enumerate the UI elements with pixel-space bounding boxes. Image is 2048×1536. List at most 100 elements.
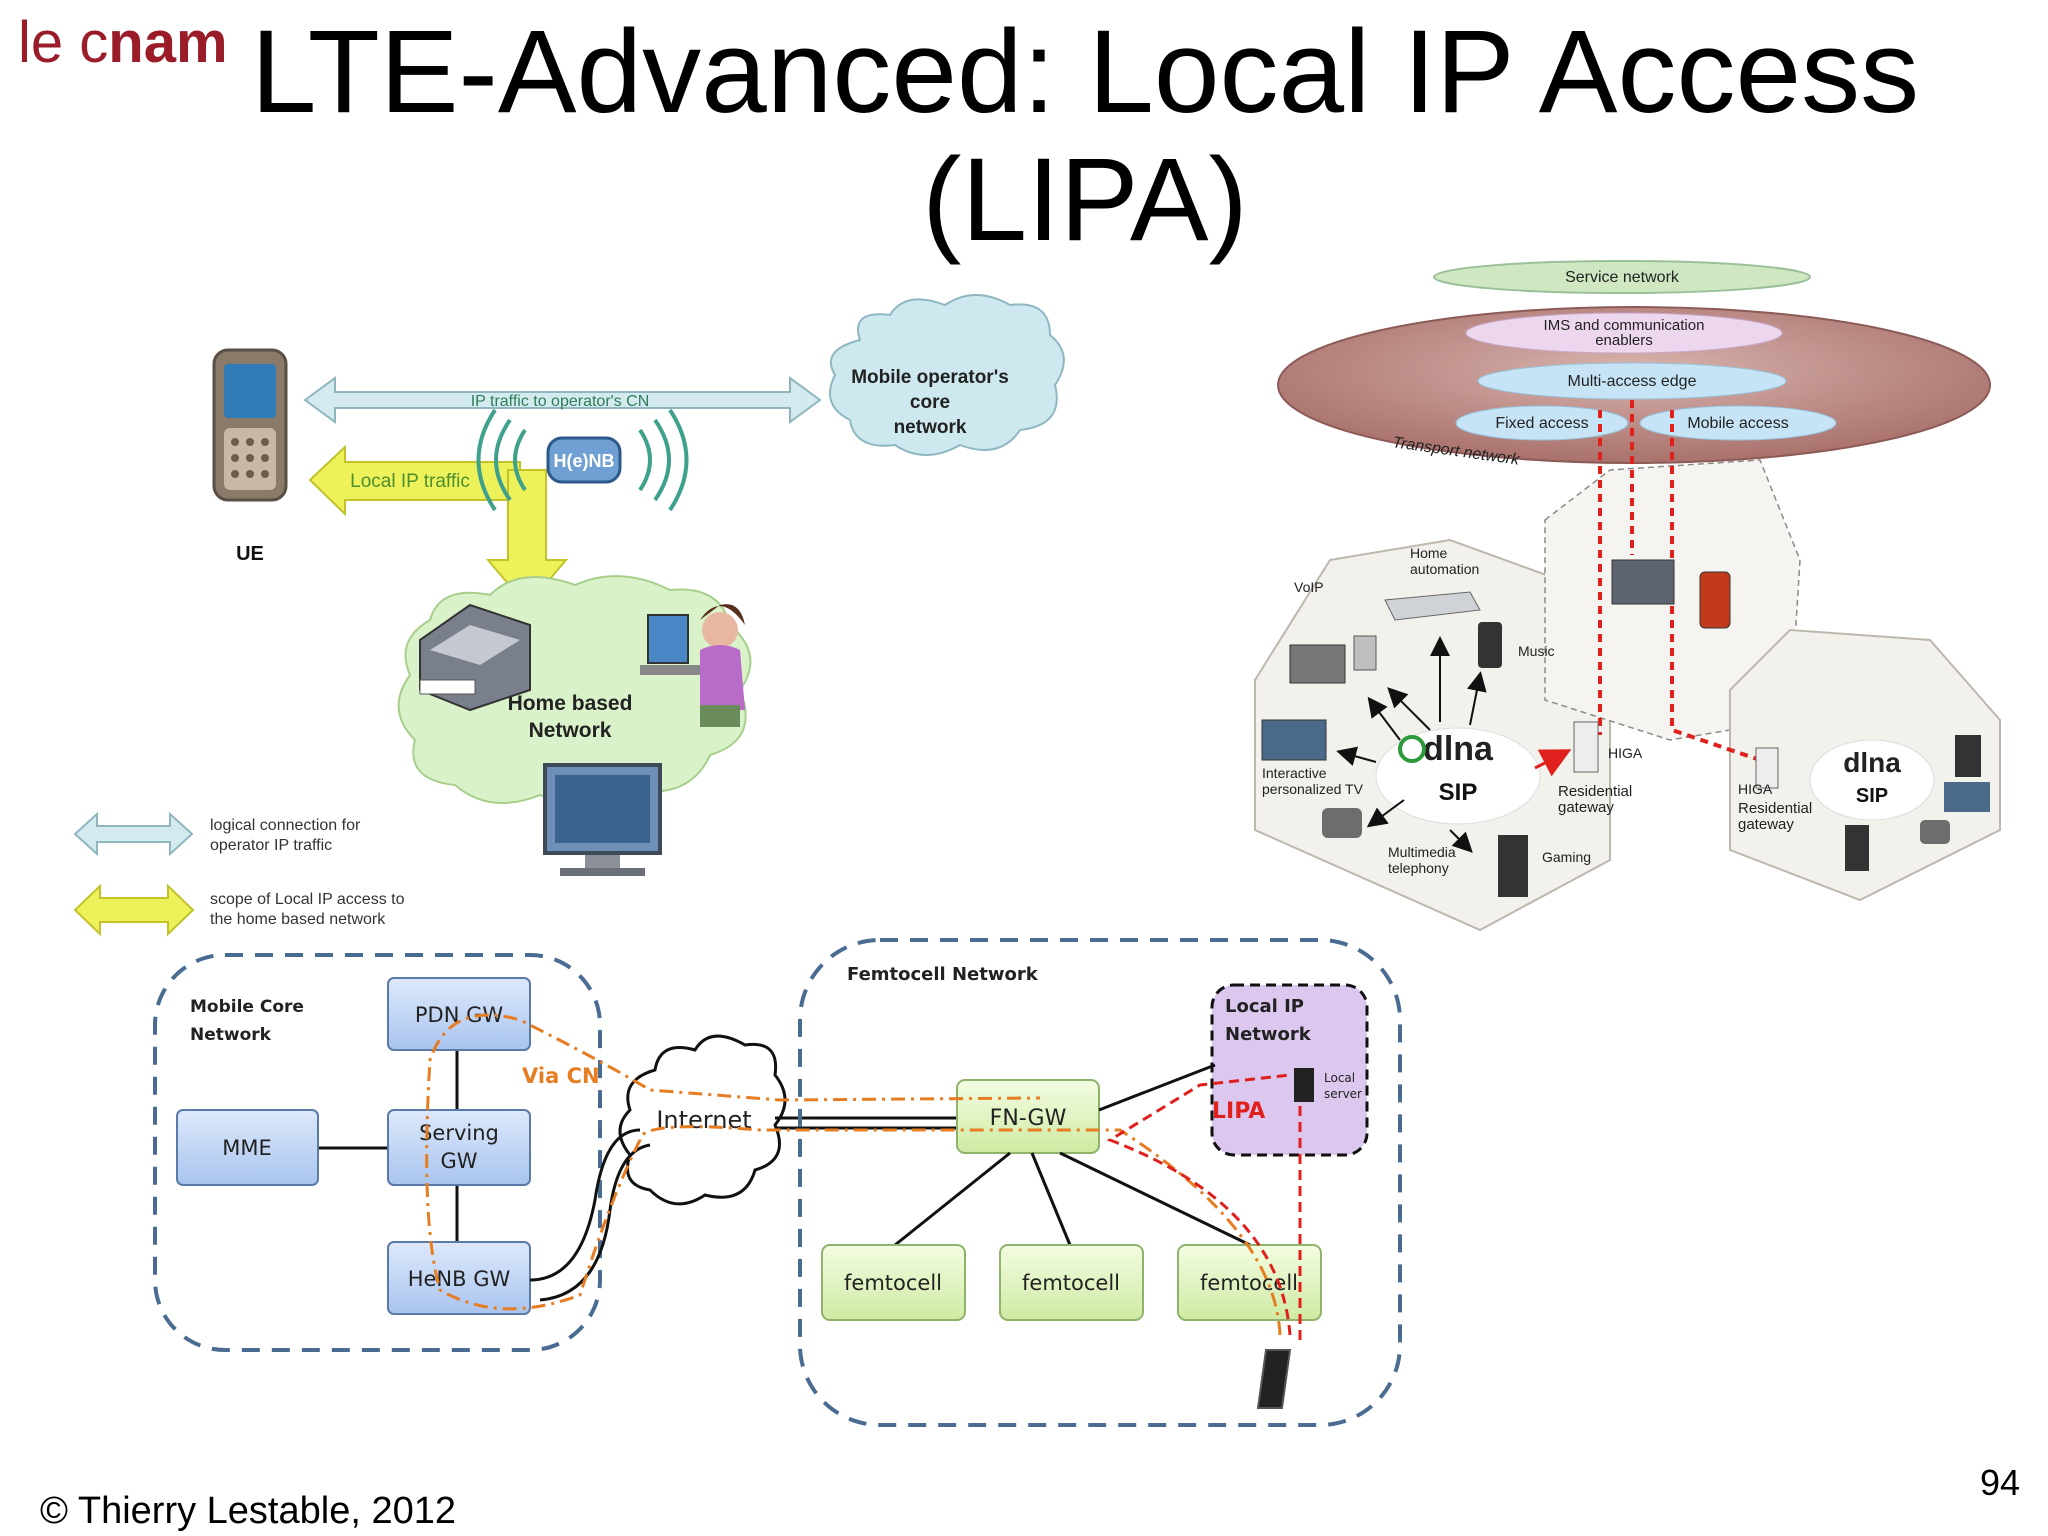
higa2-device [1755, 747, 1779, 789]
gaming-icon [1498, 835, 1528, 897]
dlna2-label: dlna [1843, 747, 1901, 778]
femtocell-3-label: femtocell [1200, 1271, 1298, 1295]
multimedia-label-2: telephony [1388, 860, 1449, 876]
fn-links [894, 1063, 1251, 1247]
henb-gw-box [387, 1241, 531, 1315]
mme-box [176, 1109, 319, 1186]
residential2-label-2: gateway [1738, 816, 1794, 833]
cnam-logo: le cnam [18, 10, 228, 76]
serving-gw-box [387, 1109, 531, 1186]
title-line-2: (LIPA) [922, 134, 1248, 266]
service-network-disk [1433, 260, 1811, 294]
second-gaming-icon [1845, 825, 1869, 871]
multi-access-label: Multi-access edge [1568, 373, 1697, 390]
gaming-label: Gaming [1542, 849, 1591, 865]
device-links [1336, 636, 1487, 853]
ims-label-1: IMS and communication [1544, 317, 1705, 334]
ip-traffic-label: IP traffic to operator's CN [471, 393, 650, 410]
ims-ellipse [1465, 312, 1783, 354]
fn-gw-box [956, 1079, 1100, 1154]
core-label-2: core [910, 392, 950, 413]
via-cn-path [425, 1013, 1282, 1336]
tv-device-icon [1261, 719, 1327, 761]
home-automation-label-2: automation [1410, 561, 1479, 577]
serving-gw-label-2: GW [440, 1149, 477, 1173]
femtocell-network-boundary [798, 938, 1402, 1427]
home-automation-device [1384, 591, 1481, 621]
multimedia-label-1: Multimedia [1388, 844, 1456, 860]
radio-waves [476, 408, 689, 512]
printer-icon [419, 603, 531, 712]
music-phone-icon [1478, 622, 1502, 668]
local-ip-label: Local IP traffic [350, 471, 470, 492]
legend2-line1: scope of Local IP access to [210, 891, 405, 908]
mobile-core-boundary [153, 953, 602, 1352]
second-phone-icon [1920, 820, 1950, 844]
lipa-path [1106, 1073, 1302, 1340]
zone-laptop-icon [1611, 559, 1675, 605]
voip-label: VoIP [1294, 579, 1324, 595]
local-ip-label-2: Network [1225, 1024, 1312, 1045]
home-label-2: Network [529, 719, 612, 742]
higa-device [1573, 721, 1599, 773]
higa2-label: HIGA [1738, 781, 1773, 797]
local-ip-label-1: Local IP [1225, 996, 1304, 1017]
computer-user-icon [640, 604, 745, 727]
title-line-1: LTE-Advanced: Local IP Access [250, 6, 1920, 138]
second-tower-icon [1955, 735, 1981, 777]
operator-traffic-arrow [303, 376, 822, 424]
residential2-label-1: Residential [1738, 800, 1812, 817]
pdn-gw-box [387, 977, 531, 1051]
residential-label-2: gateway [1558, 799, 1614, 816]
service-network-label: Service network [1565, 269, 1680, 286]
internet-links [529, 1116, 957, 1302]
interactive-tv-label-1: Interactive [1262, 765, 1327, 781]
home-label-1: Home based [508, 692, 633, 715]
serving-gw-label-1: Serving [419, 1121, 499, 1145]
home-network-architecture-diagram: Service network IMS and communication en… [1254, 260, 2001, 932]
mme-label: MME [222, 1136, 272, 1160]
legend-operator-arrow [73, 811, 194, 857]
higa-link [1534, 749, 1572, 777]
fixed-access-label: Fixed access [1495, 415, 1588, 432]
voip-phone-icon [1353, 635, 1377, 671]
local-server-label-1: Local [1324, 1071, 1355, 1085]
femtocell-network-label: Femtocell Network [847, 964, 1039, 985]
copyright: © Thierry Lestable, 2012 [40, 1490, 456, 1532]
legend1-line2: operator IP traffic [210, 837, 332, 854]
femtocell-lipa-diagram: Mobile Core Network PDN GW Serving GW MM… [153, 938, 1402, 1427]
legend2-line2: the home based network [210, 911, 386, 928]
residential-label-1: Residential [1558, 783, 1632, 800]
telephony-icon [1322, 808, 1362, 838]
core-label-1: Mobile operator's [851, 367, 1009, 388]
music-label: Music [1518, 643, 1555, 659]
ue-label: UE [236, 543, 264, 565]
internet-cloud [618, 1034, 787, 1206]
dlna-hub-second [1809, 739, 1935, 821]
mobile-access-label: Mobile access [1687, 415, 1788, 432]
zone-phone-icon [1699, 571, 1731, 629]
henb-label: H(e)NB [554, 451, 615, 471]
sip-label: SIP [1439, 779, 1478, 806]
dlna-label: dlna [1423, 730, 1494, 768]
lipa-concept-diagram: UE IP traffic to operator's CN Local IP … [73, 294, 1065, 937]
red-links [1598, 400, 1761, 762]
core-label-3: network [894, 417, 967, 438]
interactive-tv-label-2: personalized TV [1262, 781, 1364, 797]
local-server-icon [1294, 1068, 1314, 1102]
lipa-label: LIPA [1212, 1099, 1265, 1124]
femtocell-1-label: femtocell [844, 1271, 942, 1295]
laptop-icon [1289, 644, 1346, 684]
dlna-logo-mark [1398, 735, 1426, 763]
tv-icon [543, 763, 662, 876]
second-tv-icon [1944, 782, 1990, 812]
fixed-access-ellipse [1455, 405, 1629, 441]
ims-label-2: enablers [1595, 332, 1653, 349]
femtocell-2-label: femtocell [1022, 1271, 1120, 1295]
logo-le: le c [18, 10, 109, 75]
legend-local-arrow [73, 883, 195, 937]
higa-label: HIGA [1608, 745, 1643, 761]
core-links [318, 1050, 459, 1242]
mobile-core-label-2: Network [190, 1025, 272, 1045]
